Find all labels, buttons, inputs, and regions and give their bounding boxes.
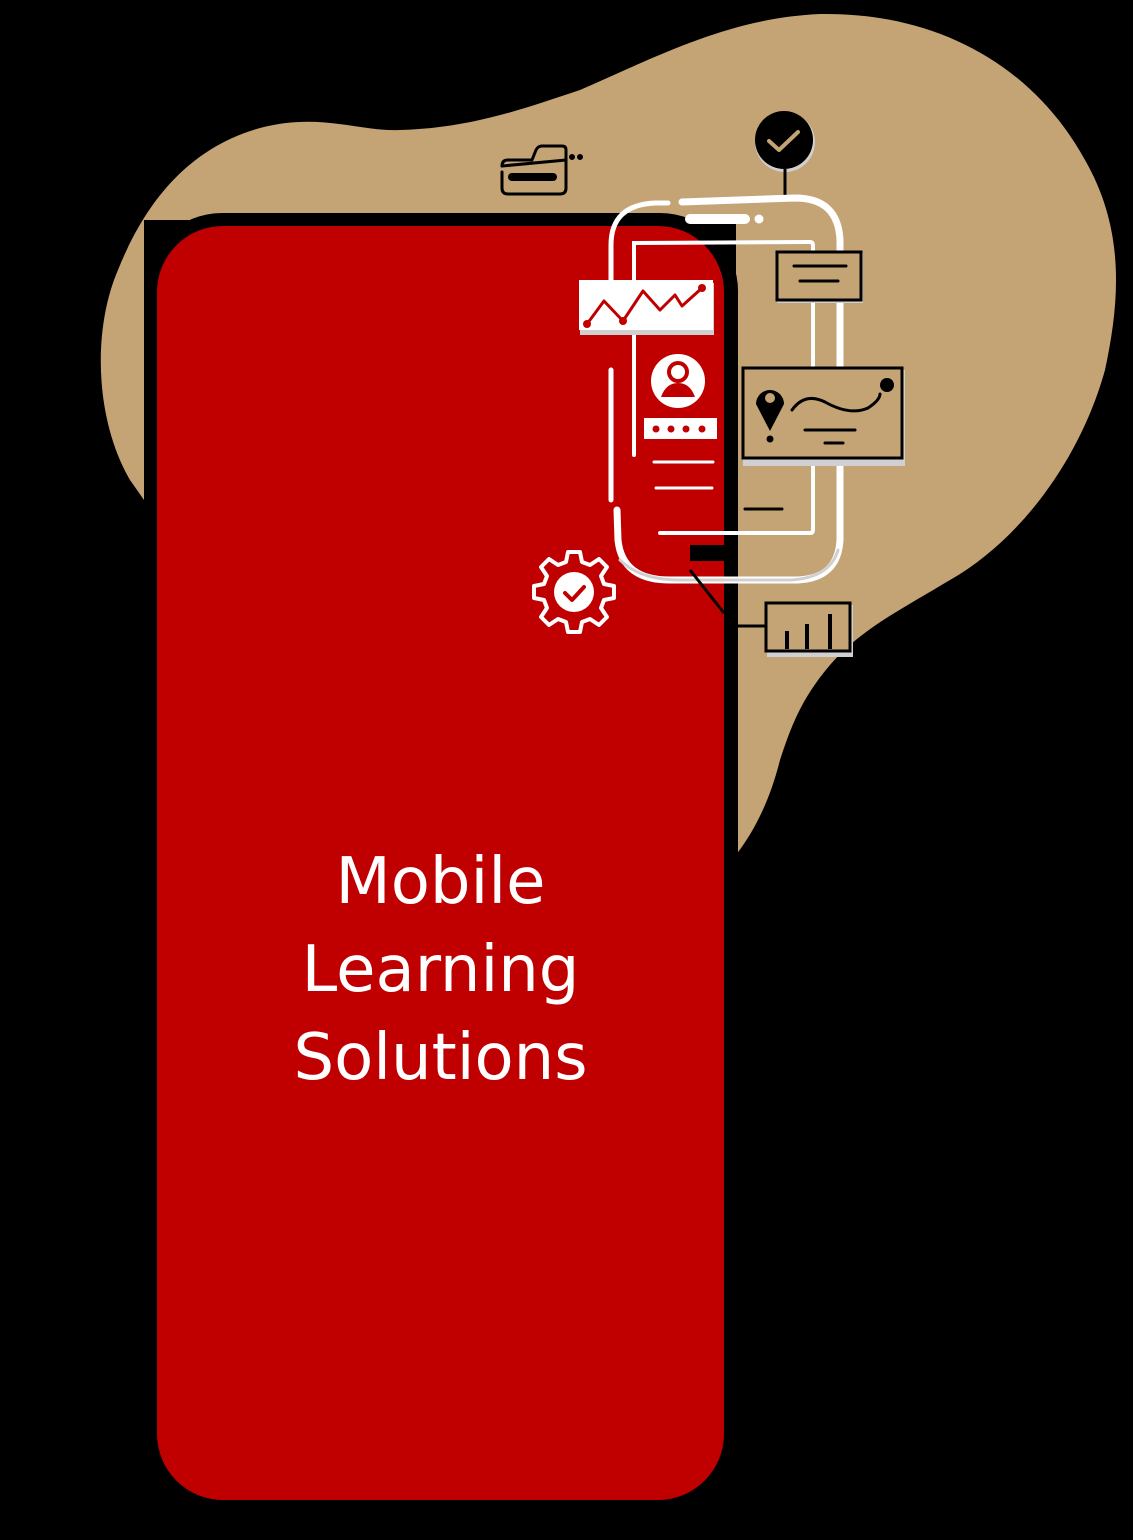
folder-icon xyxy=(500,144,583,196)
home-bar xyxy=(690,545,726,561)
text-card-icon xyxy=(775,250,863,303)
hero-title: Mobile Learning Solutions xyxy=(157,838,724,1102)
bar-chart-card-icon xyxy=(764,601,853,657)
gear-check-icon xyxy=(532,550,616,634)
line-chart-card-icon xyxy=(579,280,714,335)
map-route-card-icon xyxy=(741,366,905,466)
screen-text-lines xyxy=(652,460,715,490)
title-line-2: Learning xyxy=(301,933,580,1007)
check-circle-icon xyxy=(755,111,815,198)
background-blob xyxy=(100,13,1117,856)
password-dots-icon xyxy=(644,418,717,439)
line-art-phone xyxy=(608,194,844,584)
user-profile-icon xyxy=(651,354,705,408)
title-line-1: Mobile xyxy=(335,845,546,919)
connector-line xyxy=(688,569,768,628)
phone-screen xyxy=(157,226,724,1500)
title-line-3: Solutions xyxy=(293,1021,588,1095)
